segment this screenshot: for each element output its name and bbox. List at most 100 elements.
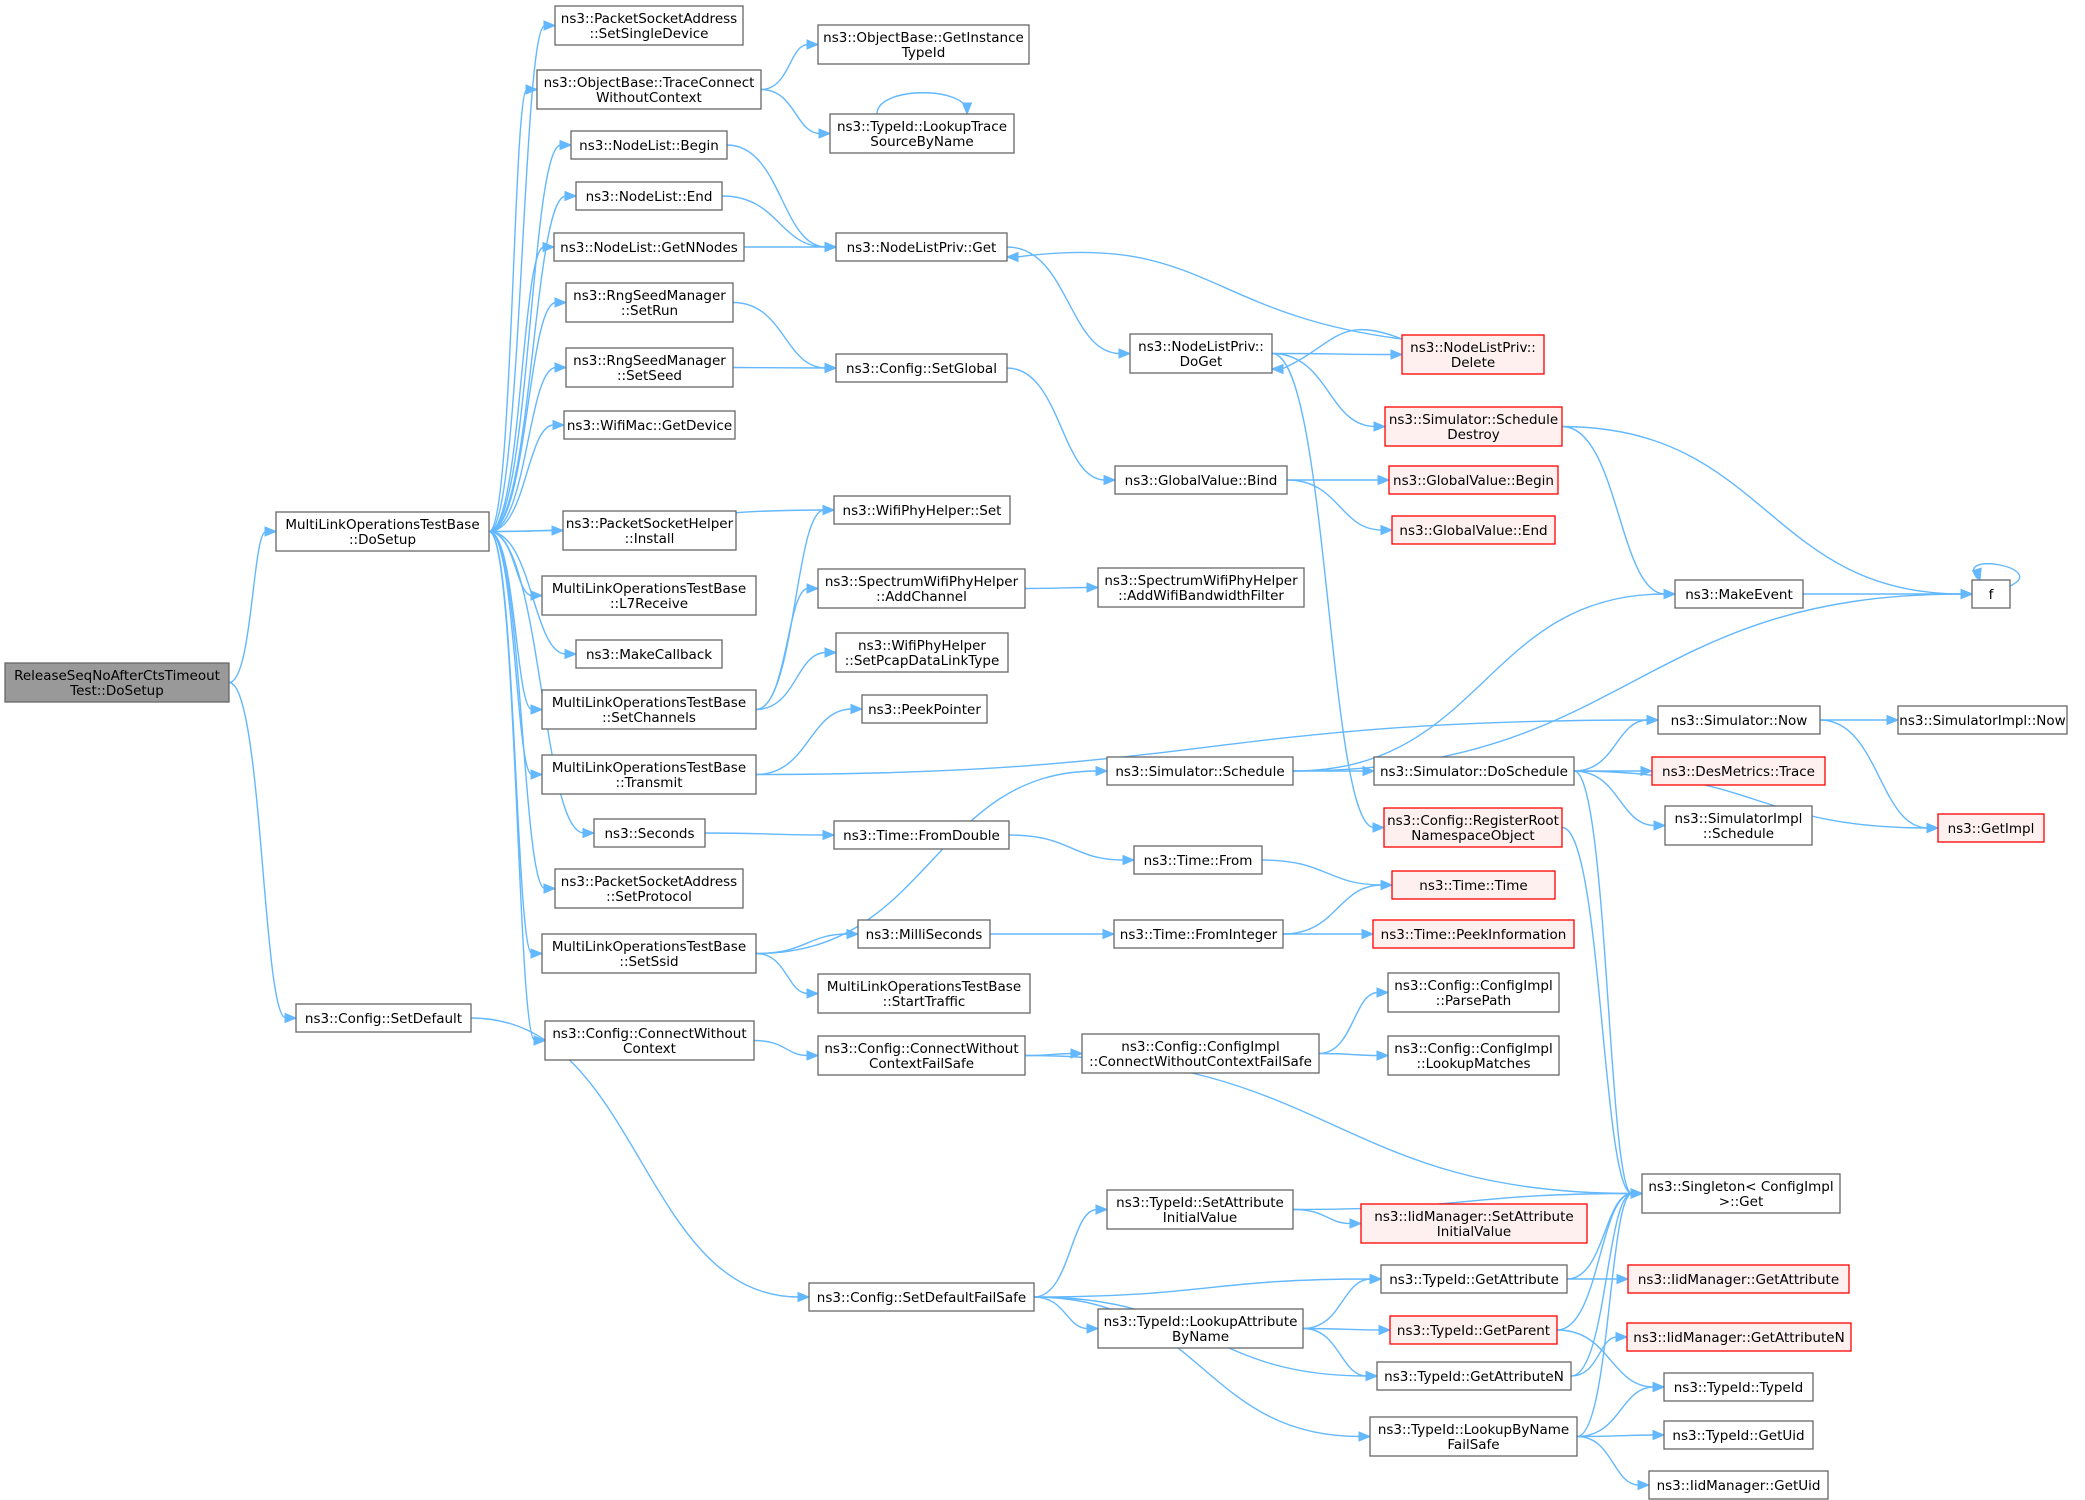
node-mlotb_setchannels[interactable]: MultiLinkOperationsTestBase::SetChannels bbox=[541, 689, 757, 730]
node-iid_getuid[interactable]: ns3::IidManager::GetUid bbox=[1648, 1470, 1829, 1500]
edge-arrowhead bbox=[1637, 1479, 1651, 1491]
node-nl_begin[interactable]: ns3::NodeList::Begin bbox=[570, 130, 728, 160]
node-wm_getdevice[interactable]: ns3::WifiMac::GetDevice bbox=[563, 410, 736, 440]
node-swph_addchannel[interactable]: ns3::SpectrumWifiPhyHelper::AddChannel bbox=[817, 568, 1026, 609]
node-tid_getattribute[interactable]: ns3::TypeId::GetAttribute bbox=[1380, 1264, 1568, 1294]
edge-arrowhead bbox=[530, 769, 544, 780]
edge-arrowhead bbox=[1358, 1431, 1372, 1442]
node-tid_getuid[interactable]: ns3::TypeId::GetUid bbox=[1663, 1420, 1814, 1450]
node-gv_begin[interactable]: ns3::GlobalValue::Begin bbox=[1388, 465, 1559, 495]
node-box bbox=[570, 130, 728, 160]
node-cfg_setdefaultfailsafe[interactable]: ns3::Config::SetDefaultFailSafe bbox=[808, 1282, 1035, 1312]
node-box bbox=[4, 662, 230, 703]
node-psh_install[interactable]: ns3::PacketSocketHelper::Install bbox=[562, 510, 737, 551]
node-tid_getattributen[interactable]: ns3::TypeId::GetAttributeN bbox=[1376, 1361, 1572, 1391]
node-iid_getattribute[interactable]: ns3::IidManager::GetAttribute bbox=[1627, 1264, 1850, 1294]
node-time_from[interactable]: ns3::Time::From bbox=[1133, 845, 1263, 875]
node-rsm_setrun[interactable]: ns3::RngSeedManager::SetRun bbox=[565, 282, 734, 323]
edge-cfg_setdefaultfailsafe-to-tid_lookupattr bbox=[1033, 1296, 1100, 1334]
node-label: ns3::GlobalValue::End bbox=[1399, 523, 1547, 539]
edge-tid_getattribute-to-iid_getattribute bbox=[1567, 1273, 1630, 1285]
node-getimpl[interactable]: ns3::GetImpl bbox=[1937, 813, 2045, 843]
node-iid_setattrinit[interactable]: ns3::IidManager::SetAttributeInitialValu… bbox=[1360, 1203, 1588, 1244]
node-sim_now[interactable]: ns3::Simulator::Now bbox=[1657, 705, 1821, 735]
node-gv_bind[interactable]: ns3::GlobalValue::Bind bbox=[1114, 465, 1288, 495]
edge-arrowhead bbox=[1095, 765, 1109, 777]
node-time_frominteger[interactable]: ns3::Time::FromInteger bbox=[1113, 919, 1284, 949]
node-cfg_setglobal[interactable]: ns3::Config::SetGlobal bbox=[835, 353, 1008, 383]
edge-mlotb_dosetup-to-nl_getn bbox=[488, 241, 556, 533]
node-makeevent[interactable]: ns3::MakeEvent bbox=[1674, 579, 1804, 609]
node-gv_end[interactable]: ns3::GlobalValue::End bbox=[1391, 515, 1556, 545]
node-time_time[interactable]: ns3::Time::Time bbox=[1391, 870, 1556, 900]
node-box bbox=[565, 347, 734, 388]
node-cci_lookupmatches[interactable]: ns3::Config::ConfigImpl::LookupMatches bbox=[1387, 1035, 1560, 1076]
node-sim_doschedule[interactable]: ns3::Simulator::DoSchedule bbox=[1373, 756, 1575, 786]
node-nlp_doget[interactable]: ns3::NodeListPriv::DoGet bbox=[1129, 333, 1273, 374]
node-simimpl_now[interactable]: ns3::SimulatorImpl::Now bbox=[1897, 705, 2068, 735]
node-mlotb_l7[interactable]: MultiLinkOperationsTestBase::L7Receive bbox=[541, 575, 757, 616]
node-mlotb_dosetup[interactable]: MultiLinkOperationsTestBase::DoSetup bbox=[275, 511, 490, 552]
node-wph_setpcap[interactable]: ns3::WifiPhyHelper::SetPcapDataLinkType bbox=[835, 632, 1009, 673]
node-seconds[interactable]: ns3::Seconds bbox=[593, 818, 706, 848]
node-iid_getattributen[interactable]: ns3::IidManager::GetAttributeN bbox=[1626, 1322, 1852, 1352]
node-makecallback[interactable]: ns3::MakeCallback bbox=[575, 639, 723, 669]
node-nl_getn[interactable]: ns3::NodeList::GetNNodes bbox=[553, 232, 745, 262]
edge-swph_addchannel-to-swph_addwifibw bbox=[1024, 582, 1100, 593]
node-label: ns3::TypeId::LookupAttribute bbox=[1104, 1314, 1298, 1330]
node-cci_connectfailsafe[interactable]: ns3::Config::ConfigImpl::ConnectWithoutC… bbox=[1081, 1033, 1320, 1074]
node-sim_schedule[interactable]: ns3::Simulator::Schedule bbox=[1106, 756, 1294, 786]
node-label: ns3::TypeId::SetAttribute bbox=[1116, 1195, 1284, 1211]
edge-arrowhead bbox=[806, 1050, 820, 1061]
node-mlotb_setssid[interactable]: MultiLinkOperationsTestBase::SetSsid bbox=[541, 933, 757, 974]
node-ob_traceconnect[interactable]: ns3::ObjectBase::TraceConnectWithoutCont… bbox=[536, 69, 762, 110]
node-tid_getparent[interactable]: ns3::TypeId::GetParent bbox=[1389, 1315, 1558, 1345]
node-nlp_get[interactable]: ns3::NodeListPriv::Get bbox=[835, 232, 1008, 262]
node-cfg_setdefault[interactable]: ns3::Config::SetDefault bbox=[295, 1003, 472, 1033]
node-cfg_connectwithout[interactable]: ns3::Config::ConnectWithoutContext bbox=[544, 1020, 755, 1061]
node-tid_typeid[interactable]: ns3::TypeId::TypeId bbox=[1663, 1372, 1814, 1402]
node-peekpointer[interactable]: ns3::PeekPointer bbox=[861, 694, 988, 724]
node-swph_addwifibw[interactable]: ns3::SpectrumWifiPhyHelper::AddWifiBandw… bbox=[1097, 567, 1305, 608]
node-box bbox=[541, 933, 757, 974]
node-psa_setprotocol[interactable]: ns3::PacketSocketAddress::SetProtocol bbox=[554, 868, 744, 909]
edge-arrowhead bbox=[1971, 567, 1982, 582]
node-cfg_connectfailsafe[interactable]: ns3::Config::ConnectWithoutContextFailSa… bbox=[817, 1035, 1026, 1076]
node-desmetrics[interactable]: ns3::DesMetrics::Trace bbox=[1651, 756, 1826, 786]
edge-line bbox=[1556, 1192, 1633, 1331]
node-label: ::AddChannel bbox=[876, 589, 967, 605]
edge-line bbox=[760, 88, 821, 135]
node-psa_setsingle[interactable]: ns3::PacketSocketAddress::SetSingleDevic… bbox=[554, 5, 744, 46]
node-label: Delete bbox=[1451, 355, 1495, 371]
node-nlp_delete[interactable]: ns3::NodeListPriv::Delete bbox=[1401, 334, 1545, 375]
node-mlotb_starttraffic[interactable]: MultiLinkOperationsTestBase::StartTraffi… bbox=[817, 973, 1031, 1014]
edge-time_frominteger-to-time_time bbox=[1282, 879, 1394, 935]
edge-arrowhead bbox=[824, 647, 838, 658]
node-simimpl_schedule[interactable]: ns3::SimulatorImpl::Schedule bbox=[1664, 805, 1813, 846]
node-box bbox=[817, 973, 1031, 1014]
node-singleton_get[interactable]: ns3::Singleton< ConfigImpl>::Get bbox=[1641, 1173, 1841, 1214]
node-cci_parsepath[interactable]: ns3::Config::ConfigImpl::ParsePath bbox=[1387, 972, 1560, 1013]
node-wph_set[interactable]: ns3::WifiPhyHelper::Set bbox=[833, 495, 1011, 525]
node-box bbox=[1388, 465, 1559, 495]
node-milliseconds[interactable]: ns3::MilliSeconds bbox=[857, 919, 991, 949]
node-nl_end[interactable]: ns3::NodeList::End bbox=[575, 181, 723, 211]
node-time_fromdouble[interactable]: ns3::Time::FromDouble bbox=[833, 820, 1010, 850]
node-f[interactable]: f bbox=[1971, 579, 2011, 609]
node-box bbox=[1081, 1033, 1320, 1074]
node-rsm_setseed[interactable]: ns3::RngSeedManager::SetSeed bbox=[565, 347, 734, 388]
node-mlotb_transmit[interactable]: MultiLinkOperationsTestBase::Transmit bbox=[541, 754, 757, 795]
edge-sim_schedule-to-sim_doschedule bbox=[1292, 765, 1376, 777]
edge-cfg_setdefaultfailsafe-to-tid_setattrinit bbox=[1033, 1204, 1109, 1298]
edge-cfg_registerroot-to-singleton_get bbox=[1561, 826, 1644, 1199]
edge-line bbox=[1302, 1327, 1368, 1377]
node-time_peekinfo[interactable]: ns3::Time::PeekInformation bbox=[1372, 919, 1575, 949]
